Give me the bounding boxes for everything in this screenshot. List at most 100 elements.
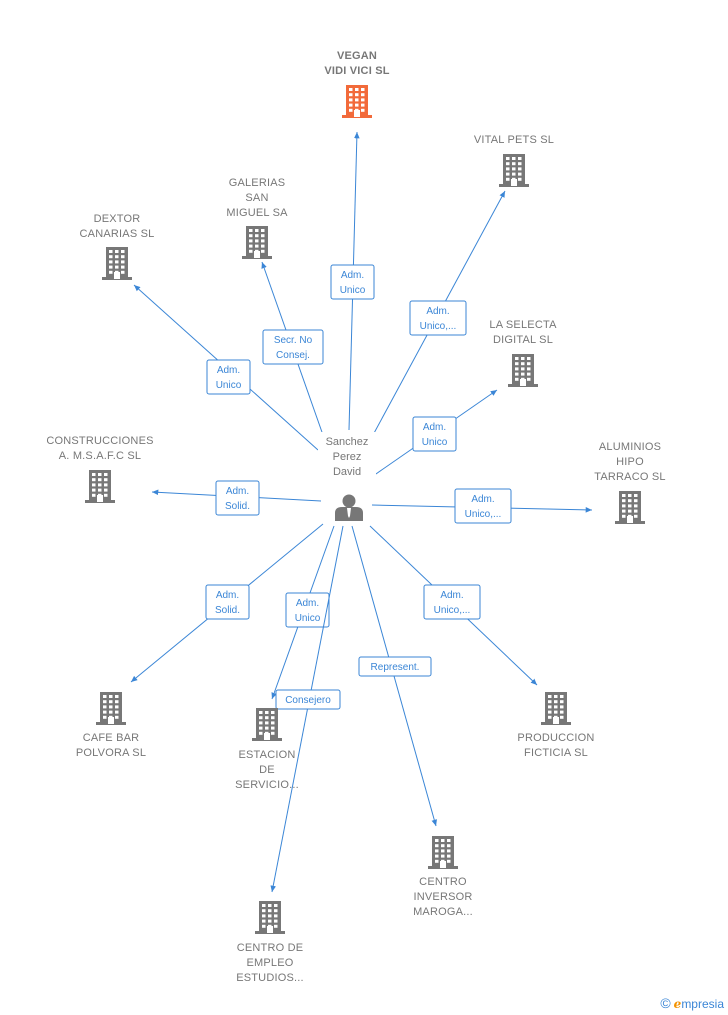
company-node-construcciones[interactable]: CONSTRUCCIONES A. M.S.A.F.C SL — [46, 435, 153, 503]
building-icon[interactable] — [541, 692, 571, 725]
company-node-estacion[interactable]: ESTACION DE SERVICIO... — [235, 708, 299, 791]
relation-label-estacion[interactable]: Adm. Unico — [285, 592, 330, 628]
relation-label-galerias[interactable]: Secr. No Consej. — [262, 329, 324, 365]
company-name[interactable]: VEGAN — [337, 50, 377, 62]
company-name[interactable]: HIPO — [616, 456, 644, 468]
relation-label-construcciones[interactable]: Adm. Solid. — [215, 480, 260, 516]
company-node-dextor[interactable]: DEXTOR CANARIAS SL — [80, 213, 155, 280]
edge-construcciones: Adm. Solid. — [151, 480, 322, 516]
edge-cafe-bar: Adm.Solid. — [130, 523, 324, 683]
relation-label-centro-empleo[interactable]: Consejero — [275, 689, 341, 710]
person-name[interactable]: Perez — [333, 451, 362, 463]
edge-estacion: Adm. Unico — [271, 525, 335, 700]
building-icon[interactable] — [508, 354, 538, 387]
company-name[interactable]: CANARIAS SL — [80, 228, 155, 240]
brand-name: mpresia — [681, 997, 724, 1011]
relation-text: Unico,... — [434, 605, 471, 616]
building-icon[interactable] — [102, 247, 132, 280]
relation-text: Secr. No — [274, 335, 313, 346]
company-name[interactable]: TARRACO SL — [594, 471, 665, 483]
company-name[interactable]: DE — [259, 764, 275, 776]
relation-label-la-selecta[interactable]: Adm.Unico — [412, 416, 457, 452]
edge-produccion: Adm.Unico,... — [369, 525, 538, 686]
relation-text: Unico — [340, 285, 366, 296]
relation-text: Adm. — [426, 306, 449, 317]
edge-vital-pets: Adm. Unico,... — [372, 190, 506, 436]
building-icon[interactable] — [96, 692, 126, 725]
company-name[interactable]: CENTRO — [419, 876, 467, 888]
edge-vegan: Adm. Unico — [330, 131, 375, 431]
company-name[interactable]: SAN — [245, 192, 268, 204]
company-name[interactable]: SERVICIO... — [235, 779, 299, 791]
relation-text: Adm. — [341, 270, 364, 281]
building-icon[interactable] — [499, 154, 529, 187]
relation-text: Adm. — [296, 598, 319, 609]
copyright-notice: ©empresia — [660, 995, 724, 1011]
company-name[interactable]: DIGITAL SL — [493, 334, 553, 346]
company-node-la-selecta[interactable]: LA SELECTA DIGITAL SL — [489, 319, 557, 387]
relation-text: Consejero — [285, 695, 331, 706]
relation-label-cafe-bar[interactable]: Adm.Solid. — [205, 584, 250, 620]
company-name[interactable]: INVERSOR — [413, 891, 472, 903]
relation-label-produccion[interactable]: Adm.Unico,... — [423, 584, 481, 620]
company-name[interactable]: FICTICIA SL — [524, 747, 588, 759]
company-name[interactable]: MIGUEL SA — [226, 207, 288, 219]
company-name[interactable]: EMPLEO — [246, 957, 293, 969]
brand-logo-initial: e — [673, 997, 682, 1011]
relation-text: Adm. — [471, 494, 494, 505]
relation-text: Solid. — [225, 501, 250, 512]
company-name[interactable]: GALERIAS — [229, 177, 286, 189]
person-name[interactable]: David — [333, 466, 361, 478]
relation-text: Unico — [422, 437, 448, 448]
building-icon[interactable] — [242, 226, 272, 259]
relation-text: Unico — [295, 613, 321, 624]
relation-label-centro-inversor[interactable]: Represent. — [358, 656, 432, 677]
building-icon[interactable] — [252, 708, 282, 741]
relation-text: Unico,... — [420, 321, 457, 332]
company-name[interactable]: CAFE BAR — [83, 732, 140, 744]
company-node-produccion[interactable]: PRODUCCION FICTICIA SL — [517, 692, 594, 759]
company-name[interactable]: MAROGA... — [413, 906, 473, 918]
company-name[interactable]: POLVORA SL — [76, 747, 146, 759]
person-name[interactable]: Sanchez — [326, 436, 369, 448]
company-node-centro-inversor[interactable]: CENTRO INVERSOR MAROGA... — [413, 836, 473, 918]
company-name[interactable]: PRODUCCION — [517, 732, 594, 744]
relation-text: Adm. — [226, 486, 249, 497]
company-node-cafe-bar[interactable]: CAFE BAR POLVORA SL — [76, 692, 146, 759]
relation-text: Adm. — [216, 590, 239, 601]
relation-label-dextor[interactable]: Adm.Unico — [206, 359, 251, 395]
company-node-vital-pets[interactable]: VITAL PETS SL — [474, 134, 554, 187]
company-node-centro-empleo[interactable]: CENTRO DE EMPLEO ESTUDIOS... — [236, 901, 304, 984]
relation-label-aluminios[interactable]: Adm. Unico,... — [454, 488, 512, 524]
relation-text: Unico,... — [465, 509, 502, 520]
person-icon[interactable] — [335, 494, 363, 522]
company-name[interactable]: ALUMINIOS — [599, 441, 661, 453]
company-node-galerias[interactable]: GALERIAS SAN MIGUEL SA — [226, 177, 288, 259]
edge-centro-inversor: Represent. — [351, 525, 437, 827]
company-name[interactable]: DEXTOR — [94, 213, 141, 225]
relation-label-vegan[interactable]: Adm. Unico — [330, 264, 375, 300]
company-name[interactable]: LA SELECTA — [489, 319, 557, 331]
company-name[interactable]: VITAL PETS SL — [474, 134, 554, 146]
building-icon[interactable] — [342, 85, 372, 118]
company-name[interactable]: CONSTRUCCIONES — [46, 435, 153, 447]
company-name[interactable]: CENTRO DE — [237, 942, 304, 954]
relation-label-vital-pets[interactable]: Adm. Unico,... — [409, 300, 467, 336]
building-icon[interactable] — [615, 491, 645, 524]
company-node-aluminios[interactable]: ALUMINIOS HIPO TARRACO SL — [594, 441, 666, 524]
company-name[interactable]: ESTUDIOS... — [236, 972, 304, 984]
edge-galerias: Secr. No Consej. — [261, 261, 324, 436]
copyright-icon: © — [660, 995, 671, 1011]
relation-text: Consej. — [276, 350, 310, 361]
building-icon[interactable] — [428, 836, 458, 869]
company-name[interactable]: ESTACION — [238, 749, 295, 761]
company-name[interactable]: VIDI VICI SL — [324, 65, 389, 77]
company-name[interactable]: A. M.S.A.F.C SL — [59, 450, 141, 462]
building-icon[interactable] — [85, 470, 115, 503]
building-icon[interactable] — [255, 901, 285, 934]
edge-centro-empleo: Consejero — [270, 525, 344, 893]
company-node-vegan[interactable]: VEGAN VIDI VICI SL — [324, 50, 390, 118]
edge-aluminios: Adm. Unico,... — [371, 488, 593, 524]
